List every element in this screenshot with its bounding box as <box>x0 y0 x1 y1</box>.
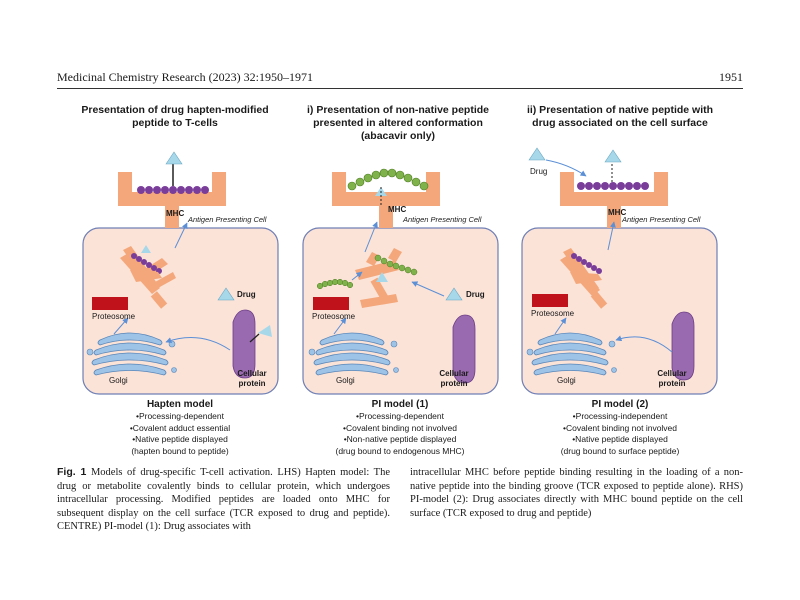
drug-label: Drug <box>530 167 548 176</box>
model-title-hapten: Hapten model <box>146 399 214 410</box>
apc-label: Antigen Presenting Cell <box>622 215 701 224</box>
drug-label: Drug <box>237 290 256 299</box>
proteosome-label: Proteosome <box>531 309 575 318</box>
figure-label: Fig. 1 <box>57 466 87 478</box>
mhc-label: MHC <box>388 205 407 214</box>
proteosome <box>92 297 128 310</box>
proteosome-label: Proteosome <box>312 312 356 321</box>
model-bullets-hapten: •Processing-dependent•Covalent adduct es… <box>129 411 231 456</box>
drug-label: Drug <box>466 290 485 299</box>
header-rule <box>57 88 743 89</box>
journal-header: Medicinal Chemistry Research (2023) 32:1… <box>57 70 313 84</box>
drug-triangle <box>165 151 183 165</box>
model-bullets-pi2: •Processing-independent•Covalent binding… <box>560 411 680 456</box>
apc-label: Antigen Presenting Cell <box>188 215 267 224</box>
page-number: 1951 <box>719 70 743 84</box>
cellular-protein <box>232 309 256 379</box>
golgi-label: Golgi <box>336 376 355 385</box>
panel-3-artwork <box>521 147 718 395</box>
apc-label: Antigen Presenting Cell <box>403 215 482 224</box>
caption-text-left: Models of drug-specific T-cell activatio… <box>57 467 391 533</box>
figure-caption-left: Fig. 1 Models of drug-specific T-cell ac… <box>57 466 390 534</box>
proteosome-label: Proteosome <box>92 312 136 321</box>
peptide-purple <box>137 186 209 194</box>
model-bullets-pi1: •Processing-dependent•Covalent binding n… <box>335 411 465 456</box>
golgi-label: Golgi <box>557 376 576 385</box>
model-title-pi1: PI model (1) <box>371 399 429 410</box>
panel-2-artwork <box>302 168 499 395</box>
mhc-surface <box>118 172 226 228</box>
panel-1-artwork <box>82 151 279 395</box>
golgi-label: Golgi <box>109 376 128 385</box>
mhc-label: MHC <box>166 209 185 218</box>
figure-caption-right: intracellular MHC before peptide binding… <box>410 467 743 519</box>
mhc-label: MHC <box>608 208 627 217</box>
model-title-pi2: PI model (2) <box>591 399 649 410</box>
